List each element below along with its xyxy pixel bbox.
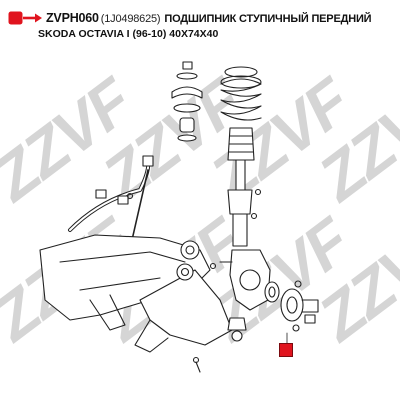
stabilizer-bar bbox=[68, 155, 154, 246]
suspension-exploded-diagram bbox=[39, 61, 319, 373]
vehicle-application: SKODA OCTAVIA I (96-10) 40X74X40 bbox=[38, 28, 219, 40]
dust-boot bbox=[227, 127, 255, 161]
shock-absorber bbox=[227, 159, 262, 247]
coil-spring bbox=[220, 66, 262, 121]
brand-logo-icon bbox=[8, 11, 42, 25]
part-description: ПОДШИПНИК СТУПИЧНЫЙ ПЕРЕДНИЙ bbox=[164, 13, 372, 25]
top-mount-stack bbox=[171, 61, 203, 142]
fasteners bbox=[126, 192, 217, 373]
lower-control-arm bbox=[134, 240, 233, 353]
steering-knuckle bbox=[219, 249, 271, 311]
part-code: ZVPH060 bbox=[46, 11, 99, 25]
oem-number: (1J0498625) bbox=[100, 13, 161, 25]
ball-joint bbox=[227, 317, 247, 342]
part-title: ZVPH060(1J0498625)ПОДШИПНИК СТУПИЧНЫЙ ПЕ… bbox=[46, 11, 372, 25]
wheel-hub-bearing bbox=[264, 280, 319, 332]
part-marker-icon bbox=[279, 343, 293, 357]
